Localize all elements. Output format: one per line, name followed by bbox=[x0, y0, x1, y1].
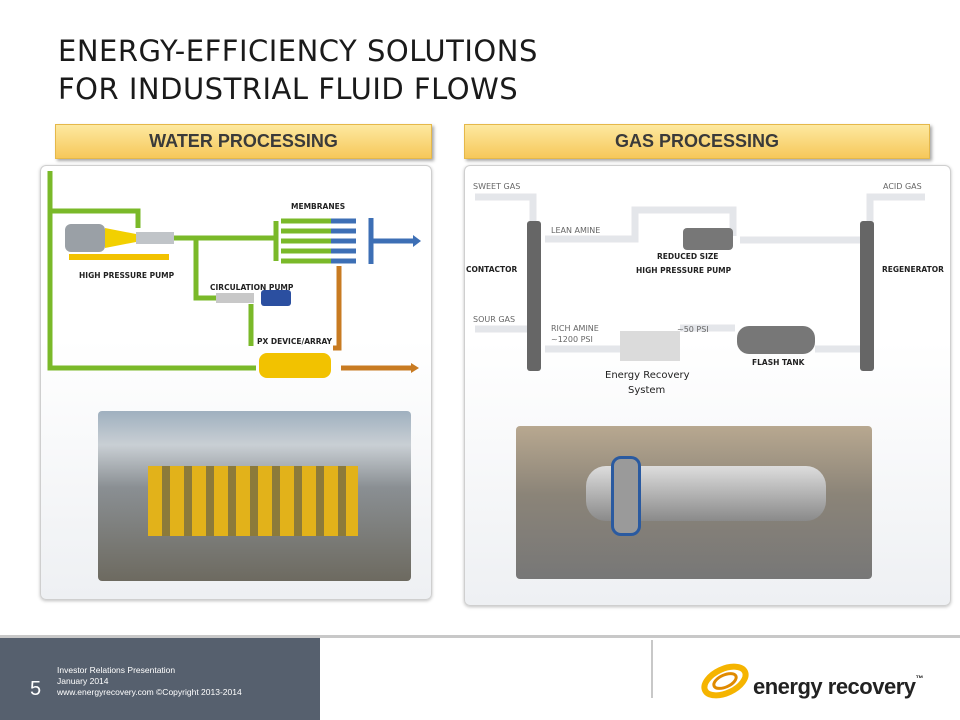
reduced-size-label: REDUCED SIZE bbox=[657, 252, 718, 261]
contactor-column bbox=[527, 221, 541, 371]
logo-swirl-icon bbox=[701, 663, 749, 699]
reduced-hp-pump-label: HIGH PRESSURE PUMP bbox=[636, 266, 732, 275]
gas-processing-header: GAS PROCESSING bbox=[464, 124, 930, 159]
title-line-2: FOR INDUSTRIAL FLUID FLOWS bbox=[58, 72, 519, 106]
water-processing-header: WATER PROCESSING bbox=[55, 124, 432, 159]
water-px-array-photo bbox=[98, 411, 411, 581]
flash-tank-label: FLASH TANK bbox=[752, 358, 806, 367]
motor-icon bbox=[65, 224, 105, 252]
footer-copyright: www.energyrecovery.com ©Copyright 2013-2… bbox=[57, 687, 242, 697]
px-device-label: PX DEVICE/ARRAY bbox=[257, 337, 333, 346]
water-process-diagram: MEMBRANES HIGH PRESSURE PUMP CIRCULATION… bbox=[47, 171, 421, 378]
footer-date: January 2014 bbox=[57, 676, 109, 686]
flash-tank-icon bbox=[737, 326, 815, 354]
energy-recovery-device-icon bbox=[620, 331, 680, 361]
circulation-pump-label: CIRCULATION PUMP bbox=[210, 283, 294, 292]
regenerator-column bbox=[860, 221, 874, 371]
page-number: 5 bbox=[30, 678, 42, 700]
sour-gas-label: SOUR GAS bbox=[473, 315, 515, 324]
energy-recovery-label: Energy Recovery bbox=[605, 370, 690, 381]
page-title: ENERGY-EFFICIENCY SOLUTIONS FOR INDUSTRI… bbox=[58, 32, 538, 108]
gas-processing-panel: SWEET GAS ACID GAS LEAN AMINE REDUCED SI… bbox=[464, 165, 951, 606]
logo-text: energy recovery bbox=[753, 674, 916, 699]
sweet-gas-label: SWEET GAS bbox=[473, 182, 520, 191]
lean-amine-label: LEAN AMINE bbox=[551, 226, 600, 235]
water-processing-panel: MEMBRANES HIGH PRESSURE PUMP CIRCULATION… bbox=[40, 165, 432, 600]
regenerator-label: REGENERATOR bbox=[882, 265, 944, 274]
circulation-pump-icon bbox=[261, 290, 291, 306]
px-device-icon bbox=[259, 353, 331, 378]
psi-50-label: ~50 PSI bbox=[677, 325, 709, 334]
contactor-label: CONTACTOR bbox=[466, 265, 517, 274]
footer-divider bbox=[0, 635, 960, 638]
acid-gas-label: ACID GAS bbox=[883, 182, 922, 191]
gas-process-diagram: SWEET GAS ACID GAS LEAN AMINE REDUCED SI… bbox=[466, 182, 944, 396]
rich-amine-label: RICH AMINE bbox=[551, 324, 599, 333]
high-pressure-pump-label: HIGH PRESSURE PUMP bbox=[79, 271, 175, 280]
reduced-pump-icon bbox=[683, 228, 733, 250]
membranes-label: MEMBRANES bbox=[291, 202, 345, 211]
system-label: System bbox=[628, 385, 665, 396]
psi-1200-label: ~1200 PSI bbox=[551, 335, 593, 344]
title-line-1: ENERGY-EFFICIENCY SOLUTIONS bbox=[58, 34, 538, 68]
energy-recovery-logo: energy recovery™ bbox=[698, 656, 928, 706]
footer-vertical-divider bbox=[651, 640, 653, 698]
trademark: ™ bbox=[915, 674, 924, 683]
footer-info: 5 Investor Relations Presentation Januar… bbox=[0, 638, 320, 720]
footer-title: Investor Relations Presentation bbox=[57, 665, 176, 675]
gas-equipment-photo bbox=[516, 426, 872, 579]
